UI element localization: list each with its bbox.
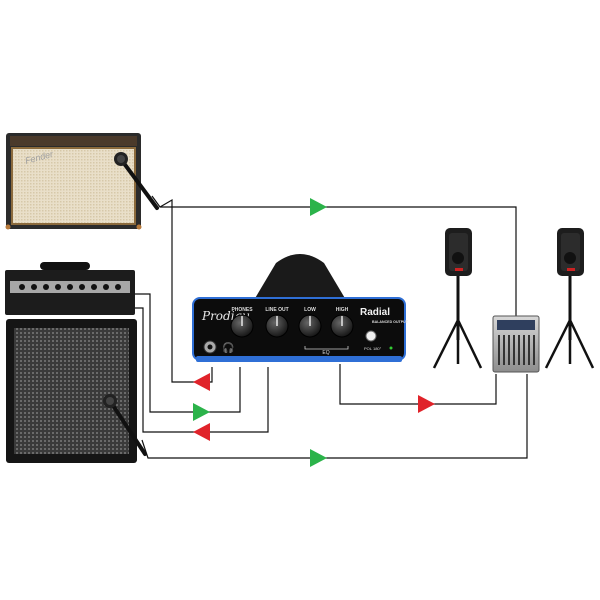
polarity-switch[interactable] xyxy=(365,330,377,342)
low-eq-knob[interactable] xyxy=(298,314,322,338)
phones-knob[interactable] xyxy=(230,314,254,338)
brand-logo: Radial xyxy=(360,307,390,318)
amp-stack xyxy=(5,262,137,463)
knob-label-line-out: LINE OUT xyxy=(265,307,288,313)
eq-label: EQ xyxy=(322,350,329,356)
cabinet-microphone xyxy=(103,394,147,456)
signal-arrows xyxy=(193,198,435,467)
arrow-red-line-out-to-mixer xyxy=(418,395,435,413)
arrow-red-into-phones xyxy=(193,373,210,391)
combo-microphone xyxy=(114,152,159,210)
headphone-icon: 🎧 xyxy=(222,341,234,354)
arrow-green-head-to-device xyxy=(193,403,210,421)
arrow-green-cab-to-mixer xyxy=(310,449,327,467)
knob-label-low: LOW xyxy=(304,307,316,313)
combo-amp: Fender xyxy=(5,133,142,230)
prodigy-device: Prodigy 🎧 PHONES LINE OUT LOW HIGH EQ xyxy=(192,254,409,362)
cable-head-out-2 xyxy=(135,307,269,433)
knob-label-high: HIGH xyxy=(336,307,349,313)
knob-label-phones: PHONES xyxy=(231,307,253,313)
cable-combo-mic-to-mixer xyxy=(151,195,517,322)
eq-bracket xyxy=(304,346,349,350)
pa-speaker-left xyxy=(432,228,483,369)
pa-speaker-right xyxy=(544,228,595,369)
line-out-knob[interactable] xyxy=(265,314,289,338)
arrow-green-combo-to-mixer xyxy=(310,198,327,216)
polarity-label: POL 180° xyxy=(364,346,382,351)
amp-head-knobs xyxy=(19,284,121,290)
cable-cab-mic-to-mixer xyxy=(141,374,528,459)
cable-combo-mic-down xyxy=(159,198,213,383)
cable-head-out-1 xyxy=(135,293,241,413)
power-led xyxy=(389,346,393,350)
high-eq-knob[interactable] xyxy=(330,314,354,338)
arrow-red-device-to-head xyxy=(193,423,210,441)
mixer xyxy=(492,315,540,373)
balanced-output-label: BALANCED OUTPUT xyxy=(372,320,409,324)
